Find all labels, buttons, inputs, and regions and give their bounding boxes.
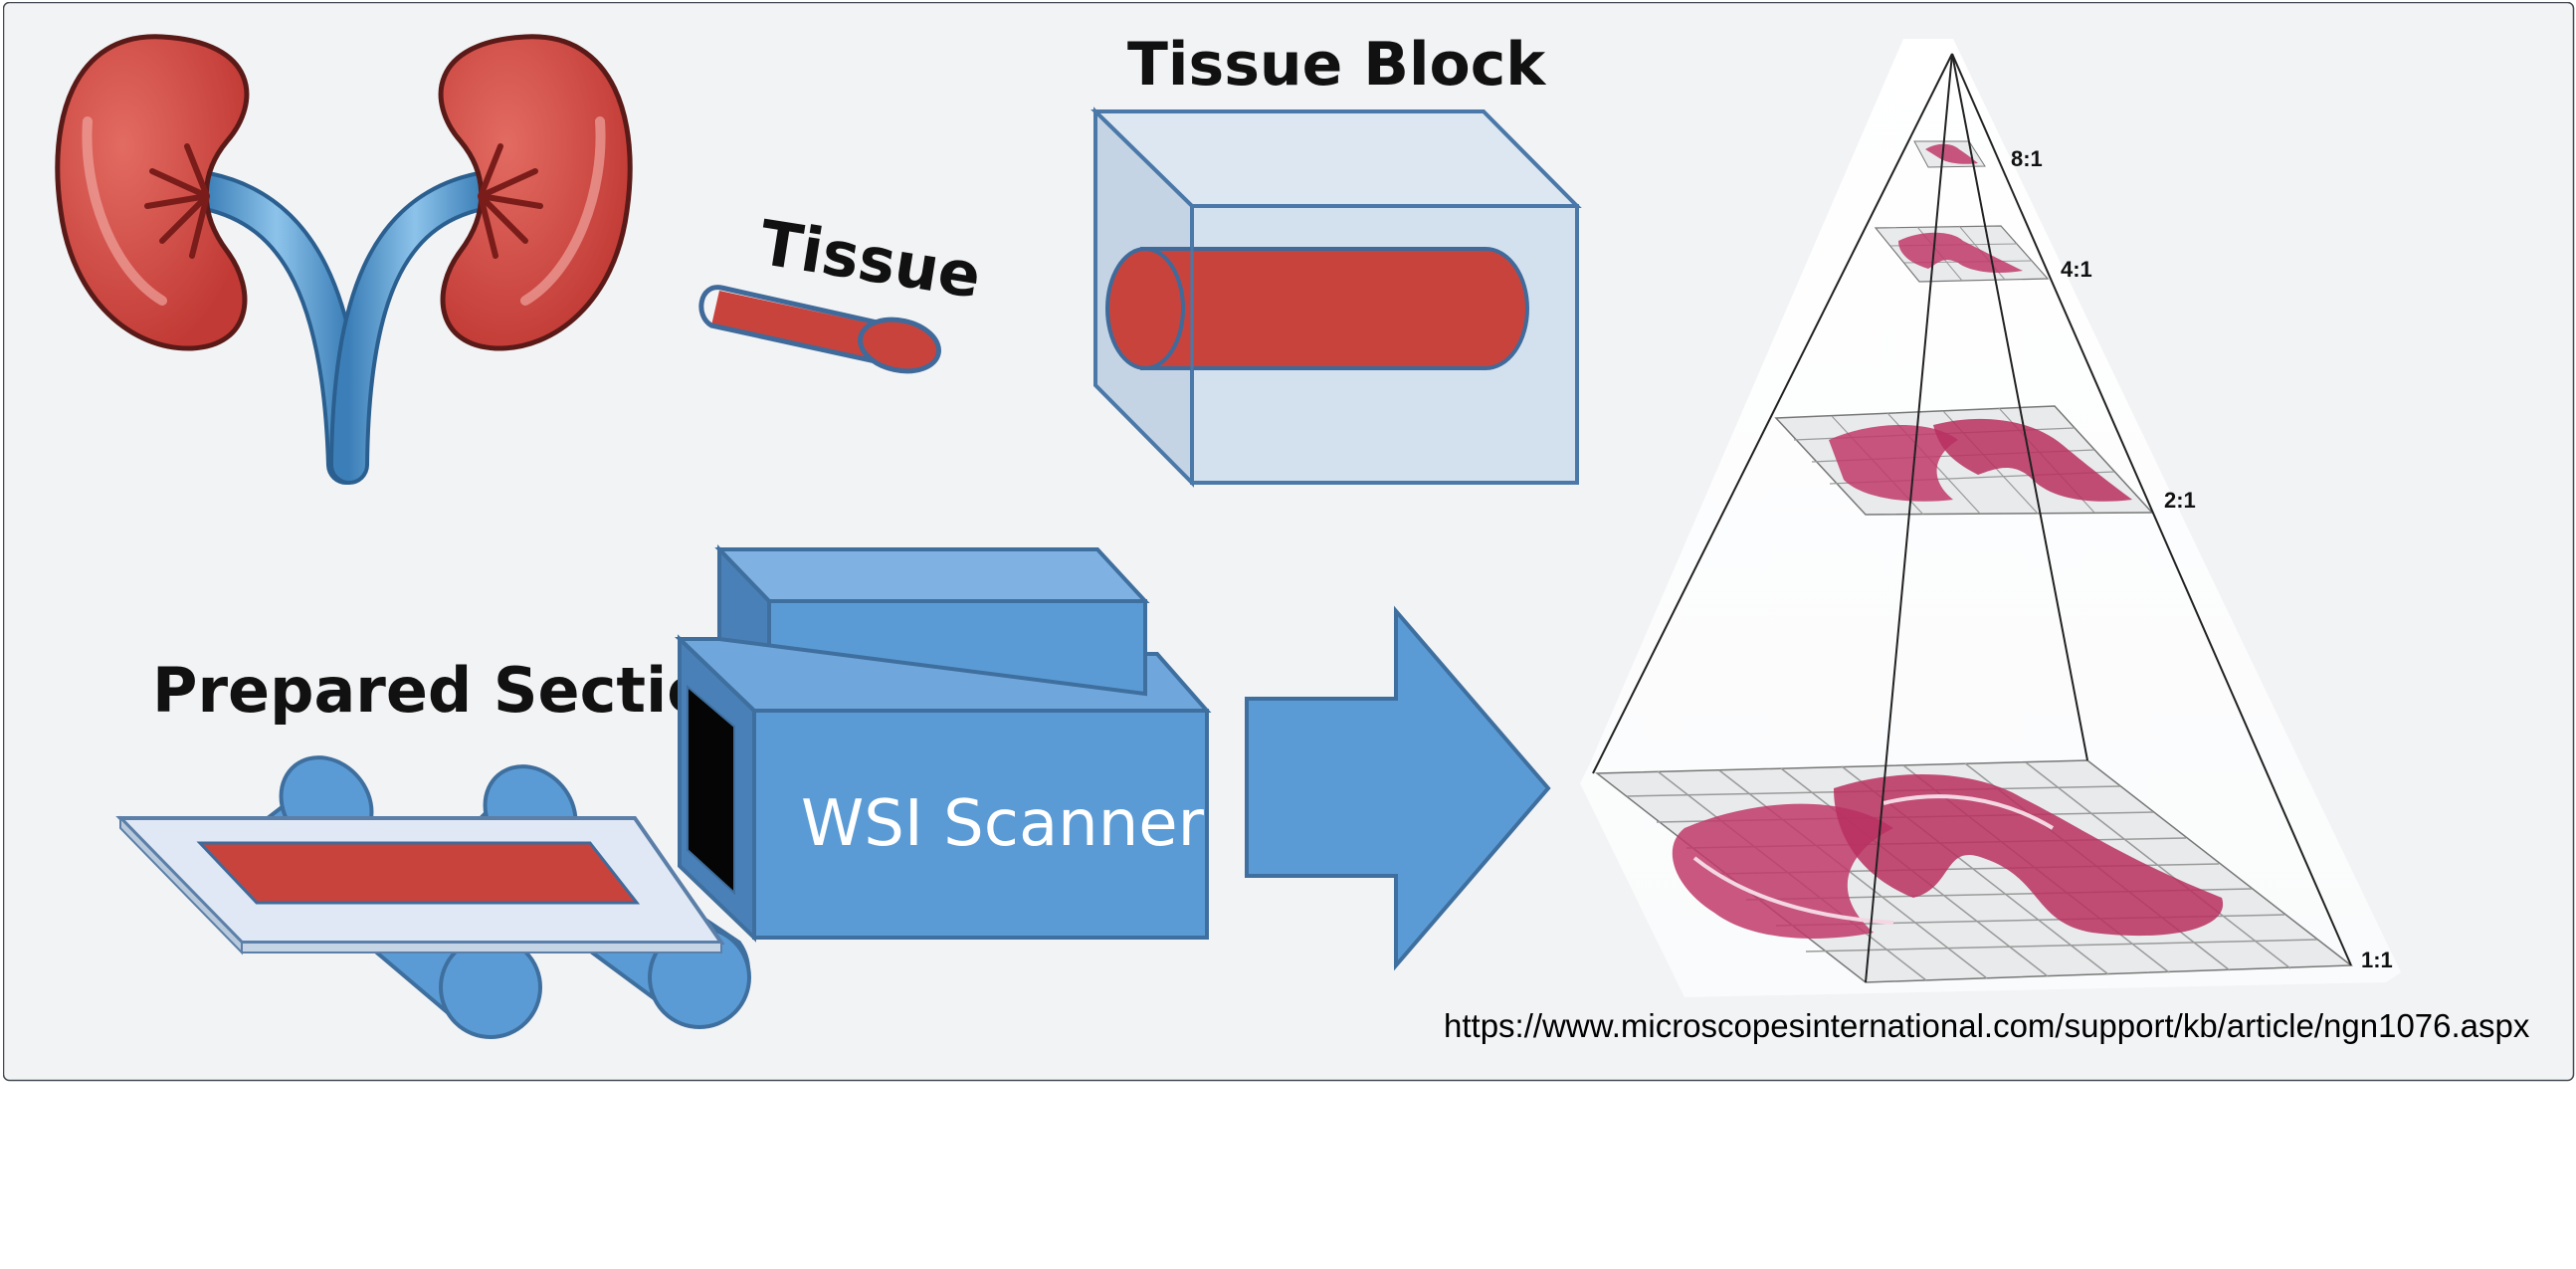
pyramid-ratio-1: 1:1 (2361, 948, 2393, 972)
tissue-block-label: Tissue Block (1127, 30, 1547, 100)
tissue-block-icon (1090, 106, 1582, 488)
source-url: https://www.microscopesinternational.com… (1444, 1007, 2530, 1044)
pyramid-ratio-8: 8:1 (2011, 146, 2043, 171)
workflow-diagram: Tissue Tissue Block Prepared Section (3, 2, 2575, 1082)
slide-rollers-icon (115, 755, 751, 1039)
kidneys-icon (55, 34, 633, 485)
image-pyramid-icon (1580, 39, 2401, 997)
scanner-icon (675, 544, 1212, 943)
arrow-right-icon (1245, 605, 1551, 971)
pyramid-level-2 (1774, 405, 2154, 516)
prepared-section-label: Prepared Section (152, 654, 753, 727)
tissue-cylinder-icon (698, 285, 941, 374)
pyramid-level-8 (1913, 140, 1986, 168)
pyramid-level-base (1594, 759, 2354, 983)
pyramid-ratio-2: 2:1 (2164, 488, 2196, 513)
pyramid-ratio-4: 4:1 (2061, 257, 2092, 282)
scanner-label: WSI Scanner (801, 787, 1205, 861)
